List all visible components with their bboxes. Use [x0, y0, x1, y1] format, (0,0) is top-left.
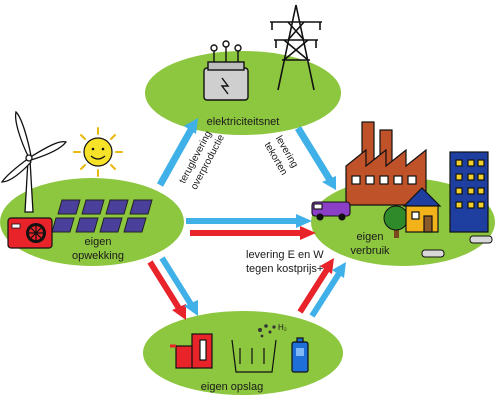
arrow-direct-red — [190, 226, 316, 240]
storage-ellipse — [143, 311, 343, 395]
van-icon — [311, 201, 351, 221]
factory-icon — [345, 121, 427, 206]
arrow-feed-in — [156, 118, 198, 187]
supply-label-line2: tegen kostprijs+ — [246, 263, 323, 275]
shortage-label: levering tekorten — [262, 134, 300, 177]
arrow-direct-blue — [186, 214, 312, 228]
hydrogen-tank-icon — [231, 324, 277, 373]
sun-icon — [73, 127, 123, 177]
solar-panels-icon — [51, 199, 153, 233]
arrow-shortage — [295, 126, 336, 190]
transformer-icon — [203, 40, 249, 101]
generation-label-line1: eigen — [85, 236, 112, 248]
flow-arrows — [147, 118, 346, 320]
battery-icon — [291, 337, 309, 373]
consumption-label-line1: eigen — [357, 231, 384, 243]
heat-pump-icon — [7, 217, 53, 249]
wind-turbine-icon — [0, 110, 68, 213]
generation-label-line2: opwekking — [72, 250, 124, 262]
house-icon — [402, 187, 442, 233]
arrow-storage-consumption — [297, 258, 346, 318]
grid-label: elektriciteitsnet — [207, 116, 280, 128]
hydrogen-label: H₂ — [278, 323, 287, 332]
apartment-building-icon — [449, 151, 489, 233]
power-pylon-icon — [270, 4, 322, 91]
heat-storage-icon — [170, 333, 213, 369]
supply-label-line1: levering E en W — [246, 249, 324, 261]
storage-label: eigen opslag — [201, 381, 263, 393]
consumption-label-line2: verbruik — [350, 245, 390, 257]
arrow-generation-storage — [147, 256, 198, 320]
car-icon — [421, 235, 493, 258]
